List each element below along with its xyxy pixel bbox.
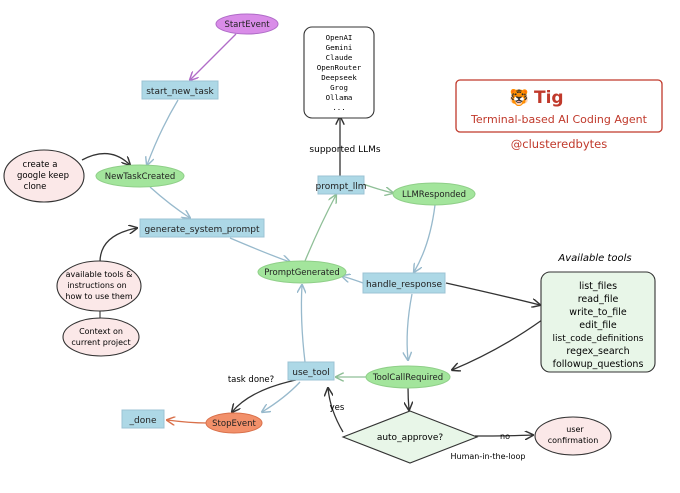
step-done[interactable]: _done (121, 409, 165, 429)
svg-text:prompt_llm: prompt_llm (316, 182, 367, 192)
note-context: Context on current project (62, 317, 140, 357)
svg-text:handle_response: handle_response (366, 280, 443, 290)
svg-text:start_new_task: start_new_task (146, 87, 214, 97)
svg-text:NewTaskCreated: NewTaskCreated (105, 172, 176, 182)
llm-item: Grog (330, 83, 348, 92)
event-start[interactable]: StartEvent (215, 13, 279, 35)
edge-generate-prompt-to-prompt-generated (229, 237, 290, 262)
svg-text:available tools &: available tools & (66, 270, 133, 279)
event-tool-call-required[interactable]: ToolCallRequired (365, 365, 451, 389)
brand-name: Tig (534, 88, 564, 108)
edge-tools-note-to-generate (99, 228, 137, 263)
tool-item: read_file (578, 294, 619, 305)
tool-item: edit_file (579, 320, 617, 331)
tools-panel: list_files read_file write_to_file edit_… (540, 271, 656, 373)
svg-text:StartEvent: StartEvent (224, 20, 270, 30)
edge-use-tool-to-prompt-generated (301, 285, 305, 363)
step-handle-response[interactable]: handle_response (362, 272, 446, 294)
label-no: no (500, 432, 510, 441)
step-start-new-task[interactable]: start_new_task (141, 80, 219, 100)
tools-title: Available tools (557, 253, 631, 264)
event-llm-responded[interactable]: LLMResponded (392, 182, 476, 206)
svg-text:clone: clone (24, 182, 47, 192)
svg-text:instructions on: instructions on (67, 281, 126, 290)
llm-item: Ollama (326, 93, 353, 102)
edge-start-new-task-to-new-task-created (147, 99, 179, 165)
svg-text:create a: create a (23, 160, 58, 170)
brand-box: 🐯 Tig Terminal-based AI Coding Agent @cl… (455, 79, 663, 151)
brand-handle: @clusteredbytes (511, 137, 607, 151)
llm-item: OpenRouter (317, 63, 362, 72)
svg-text:LLMResponded: LLMResponded (402, 190, 466, 200)
svg-text:use_tool: use_tool (292, 368, 329, 378)
tool-item: list_files (579, 281, 617, 292)
edge-llm-responded-to-handle-response (414, 204, 436, 272)
edge-start-to-start-new-task (190, 33, 237, 80)
step-use-tool[interactable]: use_tool (287, 361, 335, 381)
svg-text:PromptGenerated: PromptGenerated (264, 268, 340, 278)
edge-new-task-created-to-generate-prompt (149, 186, 190, 218)
edge-handle-response-to-tools (445, 282, 540, 305)
llm-item: OpenAI (326, 33, 353, 42)
svg-text:current project: current project (71, 338, 130, 347)
brand-tagline: Terminal-based AI Coding Agent (470, 113, 648, 126)
llm-item: Deepseek (321, 73, 357, 82)
note-google-keep: create a google keep clone (3, 149, 85, 203)
svg-text:Context on: Context on (79, 327, 123, 336)
supported-llms-caption: supported LLMs (309, 145, 380, 155)
llm-item: ... (332, 103, 345, 112)
edge-prompt-llm-to-llm-responded (362, 183, 393, 193)
edge-google-keep-note (81, 153, 130, 165)
llm-list-box: OpenAI Gemini Claude OpenRouter Deepseek… (303, 26, 375, 119)
tool-item: followup_questions (553, 359, 644, 370)
edge-tools-to-tool-call-required (452, 319, 543, 370)
edge-stop-event-to-done (167, 420, 208, 423)
llm-item: Claude (326, 53, 353, 62)
event-new-task-created[interactable]: NewTaskCreated (95, 164, 185, 188)
edge-prompt-generated-to-prompt-llm (304, 195, 336, 262)
llm-item: Gemini (326, 43, 353, 52)
edge-handle-response-to-prompt-generated (342, 276, 364, 284)
label-human-in-the-loop: Human-in-the-loop (450, 452, 525, 461)
edge-tool-call-required-to-auto-approve (408, 386, 409, 410)
svg-text:user: user (566, 425, 584, 434)
tool-item: write_to_file (569, 307, 627, 318)
edge-use-tool-task-done (232, 379, 297, 412)
svg-text:StopEvent: StopEvent (212, 419, 256, 429)
svg-text:confirmation: confirmation (548, 436, 599, 445)
edge-auto-approve-no (474, 435, 533, 436)
note-user-confirmation: user confirmation (534, 416, 612, 456)
decision-auto-approve[interactable]: auto_approve? (341, 410, 479, 464)
tiger-emoji-icon: 🐯 (509, 88, 529, 107)
label-yes: yes (330, 403, 345, 413)
svg-text:ToolCallRequired: ToolCallRequired (372, 373, 443, 383)
svg-text:google keep: google keep (17, 171, 69, 181)
edge-auto-approve-yes (328, 388, 344, 433)
tool-item: list_code_definitions (553, 334, 644, 344)
svg-text:auto_approve?: auto_approve? (377, 433, 444, 443)
step-prompt-llm[interactable]: prompt_llm (316, 175, 367, 195)
svg-text:_done: _done (129, 416, 157, 426)
svg-text:how to use them: how to use them (65, 292, 132, 301)
event-prompt-generated[interactable]: PromptGenerated (257, 260, 347, 284)
edge-use-tool-to-stop-event (262, 381, 301, 412)
event-stop[interactable]: StopEvent (205, 412, 263, 434)
label-task-done: task done? (228, 375, 274, 385)
step-generate-system-prompt[interactable]: generate_system_prompt (139, 218, 265, 238)
note-tools-instructions: available tools & instructions on how to… (56, 260, 142, 312)
svg-text:generate_system_prompt: generate_system_prompt (144, 225, 260, 235)
tool-item: regex_search (566, 346, 629, 357)
edge-handle-response-to-tool-call-required (407, 293, 413, 360)
